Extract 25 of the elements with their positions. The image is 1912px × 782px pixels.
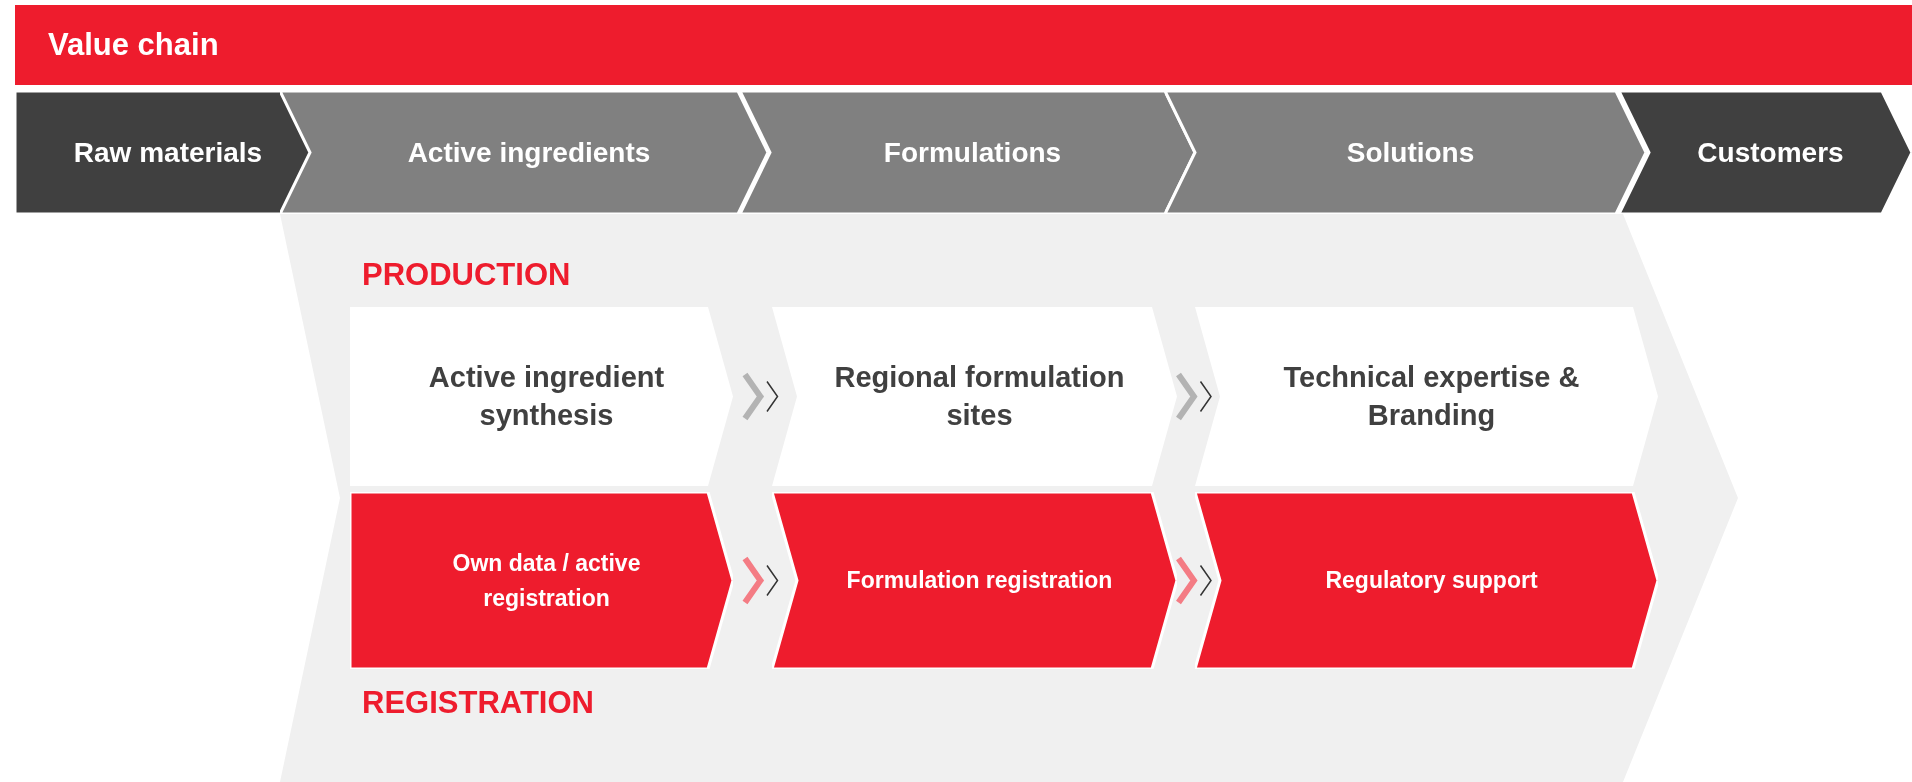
chevron-step xyxy=(1195,307,1658,486)
step-label: Regulatory support xyxy=(1325,566,1538,596)
step-label: Active ingredients xyxy=(407,135,651,170)
chevron-step xyxy=(772,307,1177,486)
chevron-step xyxy=(1619,91,1912,214)
step-label: Own data / active registration xyxy=(451,549,642,613)
step-label: Raw materials xyxy=(73,135,263,170)
chevron-step xyxy=(1195,492,1658,669)
chevron-step xyxy=(15,91,311,214)
chevron-step xyxy=(1165,91,1646,214)
section-heading: PRODUCTION xyxy=(362,256,571,294)
step-label: Solutions xyxy=(1346,135,1475,170)
title-bar: Value chain xyxy=(15,5,1912,85)
step-label: Regional formulation sites xyxy=(833,359,1126,433)
chevron-step xyxy=(280,91,768,214)
step-label: Active ingredient synthesis xyxy=(427,359,666,433)
chevron-step xyxy=(740,91,1195,214)
chevron-step xyxy=(772,492,1177,669)
chevron-background xyxy=(280,214,1738,782)
step-label: Formulation registration xyxy=(846,566,1113,596)
step-label: Customers xyxy=(1697,135,1844,170)
chevron-step xyxy=(350,492,733,669)
step-label: Formulations xyxy=(883,135,1062,170)
step-label: Technical expertise & Branding xyxy=(1282,359,1581,433)
section-heading: REGISTRATION xyxy=(362,684,594,722)
